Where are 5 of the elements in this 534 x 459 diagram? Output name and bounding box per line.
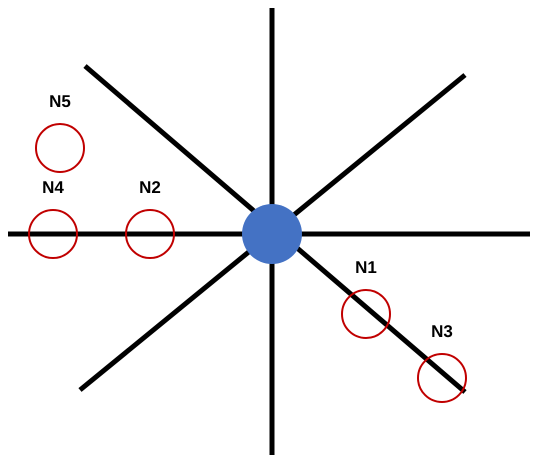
node-label: N3 [431,323,453,340]
node-label: N4 [42,179,64,196]
node-label: N1 [355,259,377,276]
node-label: N5 [49,93,71,110]
node-label: N2 [139,179,161,196]
